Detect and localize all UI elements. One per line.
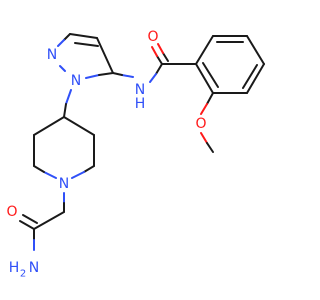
bond	[200, 132, 208, 144]
atom-label-layer: O N H N N N O O H 2 N	[6, 29, 206, 280]
amide-hydrogen-label: H	[135, 96, 146, 112]
bond	[149, 73, 157, 83]
bond	[19, 220, 35, 230]
bond	[33, 165, 45, 173]
amide-nitrogen-label: N	[135, 82, 145, 98]
bond	[246, 35, 265, 65]
bond	[151, 46, 158, 57]
bond	[63, 103, 67, 118]
bond	[57, 39, 65, 47]
bond	[206, 92, 214, 105]
bond	[85, 74, 100, 79]
bond	[246, 63, 265, 94]
bond	[96, 37, 114, 74]
primary-amide-oxygen-label: O	[6, 204, 17, 220]
piperidine-nitrogen-label: N	[59, 176, 69, 192]
pyrazole-n1-label: N	[71, 73, 81, 89]
molecule-structure: O N H N N N O O H 2 N	[6, 29, 265, 280]
bond	[33, 211, 65, 230]
bond	[206, 142, 214, 153]
bond	[43, 171, 57, 179]
bond	[59, 65, 66, 72]
bond	[155, 63, 163, 75]
bond	[63, 33, 71, 41]
methoxy-oxygen-label: O	[195, 116, 206, 132]
bond	[162, 52, 169, 62]
bond	[83, 165, 95, 173]
primary-amide-nh2-n-label: N	[29, 260, 39, 276]
bond	[22, 214, 38, 224]
bond	[65, 89, 72, 105]
pyrazole-n2-label: N	[47, 47, 57, 63]
bond	[71, 171, 85, 179]
bond	[156, 55, 163, 65]
bond	[242, 64, 258, 89]
bond	[200, 103, 208, 115]
bond	[202, 62, 219, 88]
primary-amide-nh2-h-label: H	[9, 260, 20, 276]
bond	[195, 35, 214, 65]
carbonyl-oxygen-label: O	[147, 29, 158, 45]
bond	[74, 42, 99, 47]
primary-amide-nh2-subscript: 2	[20, 269, 26, 280]
bond	[121, 74, 134, 78]
bond	[112, 72, 123, 76]
bond	[98, 72, 114, 76]
bond	[157, 43, 164, 54]
bond	[33, 116, 65, 136]
bond	[63, 116, 95, 136]
bond-layer	[19, 33, 265, 251]
bond	[195, 63, 214, 94]
bond	[69, 33, 98, 39]
